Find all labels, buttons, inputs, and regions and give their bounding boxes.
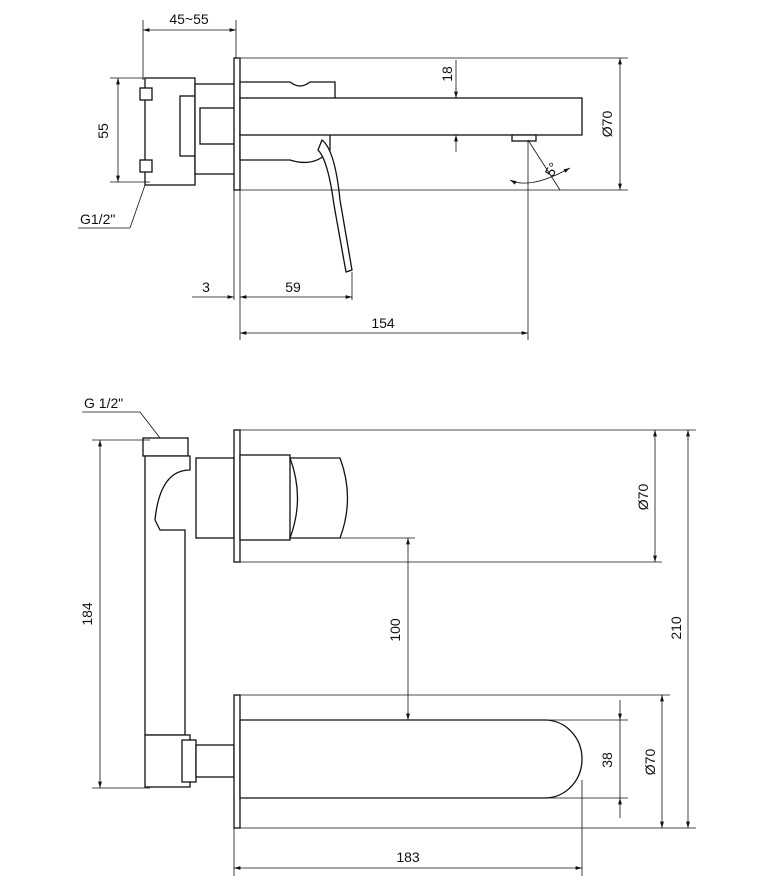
spout-top	[239, 719, 583, 799]
dim-angle: 5°	[541, 160, 562, 180]
dim-depth: 45~55	[169, 11, 209, 27]
dim-spacing: 100	[387, 618, 403, 642]
thread-label-bottom: G 1/2"	[84, 395, 123, 411]
dim-height: 55	[95, 123, 111, 139]
lever-handle	[317, 138, 353, 273]
top-view: 45~55 55 18 Ø70 5° G1/2" 3 59 154	[78, 11, 628, 340]
dim-plate-thickness: 3	[202, 279, 210, 295]
spout	[239, 97, 583, 136]
bottom-view: G 1/2" 184 Ø70 100 210 38 Ø70 183	[79, 395, 696, 876]
mixer-body	[239, 81, 353, 273]
dim-spout-length: 154	[371, 315, 395, 331]
mixer-handle-top	[239, 454, 349, 541]
dim-spout-length-bottom: 183	[396, 849, 420, 865]
dim-plate-diameter: Ø70	[599, 111, 615, 138]
concealed-pipe	[142, 437, 235, 788]
dim-plate-diameter-upper: Ø70	[635, 484, 651, 511]
wall-plate	[233, 57, 241, 191]
aerator	[511, 134, 537, 142]
dim-lever: 59	[285, 279, 301, 295]
thread-label: G1/2"	[80, 211, 115, 227]
dim-spout-width: 38	[599, 752, 615, 768]
dim-spout-thickness: 18	[439, 66, 455, 82]
dim-plate-diameter-lower: Ø70	[642, 749, 658, 776]
dim-total-height: 210	[668, 616, 684, 640]
valve-connector	[139, 77, 236, 186]
wall-plate-lower	[233, 694, 241, 829]
wall-plate-upper	[233, 429, 241, 563]
dim-pipe-length: 184	[79, 602, 95, 626]
